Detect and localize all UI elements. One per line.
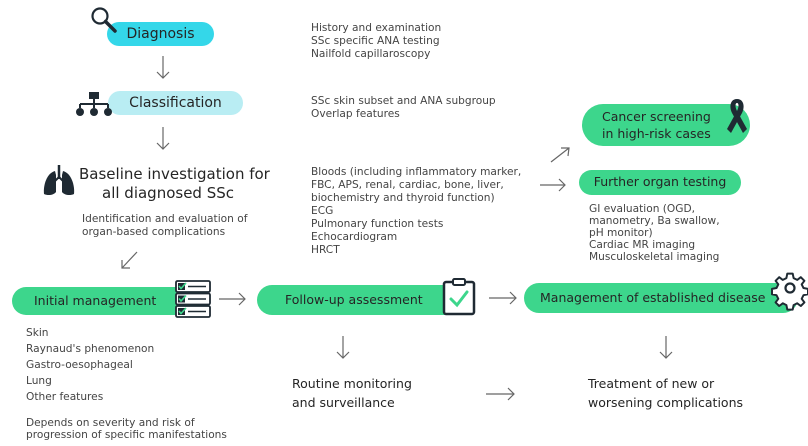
diagnosis-details-3: Nailfold capillaroscopy — [311, 48, 431, 60]
initial-item-3: Gastro-oesophageal — [26, 359, 133, 371]
cancer-screening-line1: Cancer screening — [602, 109, 711, 124]
further-testing-details-1: GI evaluation (OGD, — [589, 203, 695, 215]
further-organ-testing-label: Further organ testing — [593, 174, 727, 190]
diagnosis-details-2: SSc specific ANA testing — [311, 35, 440, 47]
follow-up-assessment-label: Follow-up assessment — [285, 291, 423, 307]
baseline-details-4: ECG — [311, 205, 334, 217]
arrow-up-right-cancer — [550, 147, 570, 163]
follow-up-assessment-box: Follow-up assessment — [257, 285, 459, 315]
classification-box: Classification — [108, 91, 243, 115]
further-testing-details-3: pH monitor) — [589, 227, 653, 239]
hierarchy-icon — [76, 92, 112, 116]
initial-item-2: Raynaud's phenomenon — [26, 343, 155, 355]
awareness-ribbon-icon — [727, 99, 747, 133]
checklist-icon — [175, 280, 211, 318]
arrow-right-further-testing — [540, 178, 566, 192]
arrow-down-diagnosis — [156, 56, 170, 79]
baseline-details-5: Pulmonary function tests — [311, 218, 444, 230]
classification-details-1: SSc skin subset and ANA subgroup — [311, 95, 496, 107]
follow-up-sub-line2: and surveillance — [292, 395, 395, 410]
initial-item-1: Skin — [26, 327, 49, 339]
lungs-icon — [43, 165, 75, 196]
management-established-box: Management of established disease — [524, 283, 798, 313]
arrow-down-followup — [336, 336, 350, 359]
further-testing-details-2: manometry, Ba swallow, — [589, 215, 720, 227]
baseline-title-line1: Baseline investigation for — [79, 165, 270, 183]
gear-icon — [771, 272, 808, 311]
diagnosis-details-1: History and examination — [311, 22, 442, 34]
initial-note-line1: Depends on severity and risk of — [26, 417, 195, 429]
follow-up-sub-line1: Routine monitoring — [292, 376, 412, 391]
further-testing-details-5: Musculoskeletal imaging — [589, 251, 720, 263]
baseline-title-line2: all diagnosed SSc — [102, 184, 235, 202]
further-testing-details-4: Cardiac MR imaging — [589, 239, 696, 251]
classification-details-2: Overlap features — [311, 108, 400, 120]
clipboard-check-icon — [442, 278, 476, 316]
arrow-right-bottom — [486, 387, 515, 401]
arrow-right-followup-mgmt — [489, 291, 517, 305]
initial-note-line2: progression of specific manifestations — [26, 429, 227, 441]
arrow-down-left-initial — [121, 251, 138, 269]
initial-item-4: Lung — [26, 375, 52, 387]
diagnosis-label: Diagnosis — [126, 26, 195, 42]
baseline-subtitle-line2: organ-based complications — [82, 226, 226, 238]
baseline-details-2: FBC, APS, renal, cardiac, bone, liver, — [311, 179, 504, 191]
management-sub-line1: Treatment of new or — [588, 376, 715, 391]
arrow-down-classification — [156, 127, 170, 150]
baseline-details-6: Echocardiogram — [311, 231, 398, 243]
further-organ-testing-box: Further organ testing — [579, 170, 741, 195]
baseline-details-7: HRCT — [311, 244, 340, 256]
diagnosis-box: Diagnosis — [107, 22, 214, 46]
baseline-details-1: Bloods (including inflammatory marker, — [311, 166, 522, 178]
initial-management-label: Initial management — [34, 292, 157, 308]
cancer-screening-line2: in high-risk cases — [602, 126, 711, 141]
initial-item-5: Other features — [26, 391, 104, 403]
arrow-down-management — [659, 336, 673, 359]
arrow-right-followup — [219, 292, 246, 306]
magnifier-icon — [91, 7, 117, 33]
baseline-subtitle-line1: Identification and evaluation of — [82, 213, 248, 225]
management-sub-line2: worsening complications — [588, 395, 744, 410]
management-established-label: Management of established disease — [540, 289, 766, 305]
cancer-screening-box: Cancer screening in high-risk cases — [582, 104, 750, 146]
classification-label: Classification — [129, 95, 222, 111]
baseline-details-3: biochemistry and thyroid function) — [311, 192, 495, 204]
